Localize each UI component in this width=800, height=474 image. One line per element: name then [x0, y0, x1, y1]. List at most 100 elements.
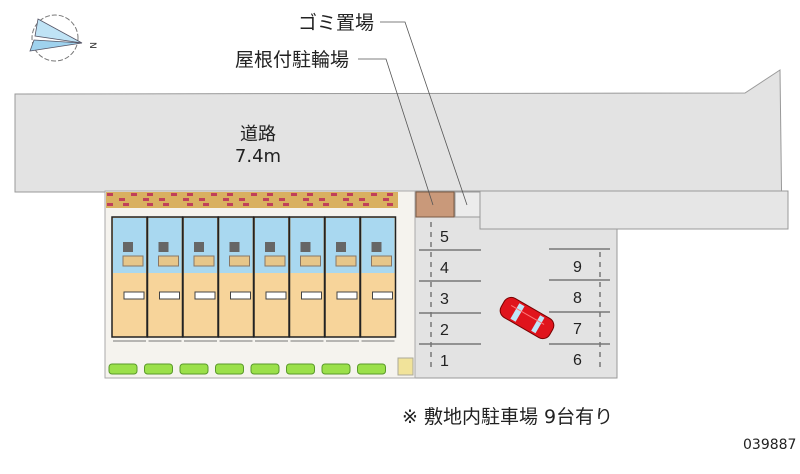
brick: [227, 193, 233, 196]
brick: [251, 193, 257, 196]
parking-space-number: 3: [440, 291, 449, 308]
kitchen-icon: [336, 242, 346, 252]
brick: [171, 193, 177, 196]
brick: [107, 193, 113, 196]
desk-icon: [230, 291, 251, 300]
desk-icon: [123, 291, 145, 300]
kitchen-icon: [371, 242, 382, 252]
parking-space-number: 2: [440, 322, 449, 339]
parking-space-number: 5: [440, 229, 449, 246]
stairs-icon: [335, 255, 357, 267]
brick: [159, 198, 165, 201]
stairs-icon: [371, 255, 392, 267]
stairs-icon: [300, 255, 321, 267]
apartment-unit: [288, 216, 326, 342]
brick: [319, 198, 325, 201]
bike-shelter: [415, 191, 455, 218]
desk-icon: [301, 291, 322, 300]
brick: [199, 198, 205, 201]
apartment-unit: [146, 216, 184, 342]
kitchen-icon: [265, 242, 275, 252]
brick: [183, 198, 189, 201]
road-driveway-strip: [479, 190, 789, 230]
parking-space-number: 8: [573, 290, 582, 307]
hedge-icon: [179, 363, 209, 375]
brick: [363, 203, 369, 206]
kitchen-icon: [158, 242, 169, 252]
parking-space-number: 1: [440, 353, 449, 370]
brick: [147, 203, 153, 206]
stairs-icon: [193, 255, 215, 267]
apartment-unit: [217, 216, 255, 342]
compass-icon: N: [29, 14, 97, 62]
desk-icon: [194, 291, 216, 300]
brick: [343, 198, 349, 201]
bicycle-parking-label: 屋根付駐輪場: [235, 49, 349, 71]
brick: [119, 198, 125, 201]
desk-icon: [372, 291, 393, 300]
brick: [243, 203, 249, 206]
brick: [143, 198, 149, 201]
kitchen-icon: [300, 242, 311, 252]
garbage-leader-line: [380, 21, 468, 206]
hedge-icon: [215, 363, 244, 375]
brick: [307, 193, 313, 196]
garbage-label: ゴミ置場: [298, 12, 374, 34]
compass-north-label: N: [87, 42, 97, 49]
brick: [279, 198, 285, 201]
parking-space-number: 9: [573, 259, 582, 276]
hedge-icon: [108, 363, 138, 375]
brick: [239, 198, 245, 201]
meter-box: [397, 357, 414, 376]
apartment-unit: [253, 216, 290, 342]
brick: [263, 198, 269, 201]
brick: [223, 198, 229, 201]
stairs-icon: [122, 255, 144, 267]
brick: [267, 203, 273, 206]
brick: [131, 193, 137, 196]
brick: [383, 198, 389, 201]
parking-space-number: 4: [440, 260, 449, 277]
brick: [267, 193, 273, 196]
brick: [187, 193, 193, 196]
brick: [347, 193, 353, 196]
parking-space-number: 7: [573, 321, 582, 338]
hedge-icon: [321, 363, 351, 375]
brick: [331, 193, 337, 196]
brick: [163, 203, 169, 206]
kitchen-icon: [229, 242, 240, 252]
brick: [371, 193, 377, 196]
parking-space-number: 6: [573, 352, 582, 369]
brick: [307, 203, 313, 206]
brick: [107, 203, 113, 206]
garbage-area: [454, 191, 481, 218]
brick: [211, 193, 217, 196]
bicycle-leader-line: [358, 58, 434, 206]
brick: [203, 203, 209, 206]
stairs-icon: [264, 255, 286, 267]
kitchen-icon: [194, 242, 204, 252]
brick: [187, 203, 193, 206]
desk-icon: [159, 291, 180, 300]
brick: [347, 203, 353, 206]
brick: [147, 193, 153, 196]
hedge-icon: [357, 363, 386, 375]
desk-icon: [265, 291, 287, 300]
desk-icon: [336, 291, 358, 300]
hedge-icon: [144, 363, 173, 375]
apartment-unit: [111, 216, 148, 342]
stairs-icon: [229, 255, 250, 267]
hedge-icon: [250, 363, 280, 375]
brick: [323, 203, 329, 206]
brick: [123, 203, 129, 206]
parking-note: ※ 敷地内駐車場 9台有り: [402, 406, 613, 428]
stairs-icon: [158, 255, 179, 267]
brick: [227, 203, 233, 206]
road-label: 道路: [240, 124, 276, 145]
brick: [387, 193, 393, 196]
brick: [303, 198, 309, 201]
apartment-unit: [182, 216, 219, 342]
apartment-unit: [359, 216, 397, 342]
brick: [359, 198, 365, 201]
